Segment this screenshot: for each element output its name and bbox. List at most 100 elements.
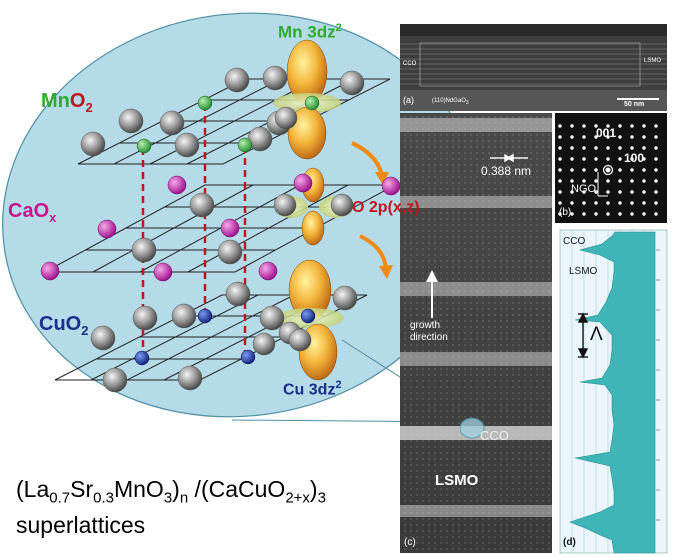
f-s1: 0.7 [49,489,71,507]
f-p5: /(CaCuO [188,476,286,502]
panel-b-diffraction [555,113,667,223]
diffraction-spot [570,212,574,216]
diffraction-spot [654,157,658,161]
ngo-marker [597,172,608,197]
diffraction-spot [618,146,622,150]
panel-d-letter: (d) [563,537,576,548]
arrow-head-top [375,172,389,185]
diffraction-spot [558,201,562,205]
diffraction-spot [630,135,634,139]
diffraction-spot [582,212,586,216]
growth-arrow [426,270,438,318]
superlattice-formula: (La0.7Sr0.3MnO3)n /(CaCuO2+x)3 superlatt… [16,476,326,539]
diffraction-spot [630,168,634,172]
diffraction-spot [582,168,586,172]
diffraction-spot [654,212,658,216]
panel-b-letter: (b) [559,207,572,218]
panel-c-growth-2: direction [410,332,448,343]
mno2-o: O [69,90,86,112]
mn-orbital-sup: 2 [335,22,342,34]
diffraction-spot [594,124,598,128]
f-p3: MnO [113,476,164,502]
diffraction-spot [558,146,562,150]
panel-a-cco: CCO [403,61,417,67]
diffraction-spot [582,179,586,183]
panel-d-lambda: Λ [590,324,603,345]
cuo2-text: CuO [39,313,82,335]
diffraction-spot [570,201,574,205]
panel-c-lsmo: LSMO [435,472,479,489]
f-s4: n [179,489,189,507]
diffraction-spot [654,124,658,128]
diffraction-spot [558,124,562,128]
diffraction-spot [570,190,574,194]
period-marker [577,312,589,359]
diffraction-spot [582,135,586,139]
diffraction-spot [606,179,610,183]
diffraction-spot [642,212,646,216]
diffraction-spot [570,135,574,139]
formula-line-2: superlattices [16,511,146,538]
cuo2-sub: 2 [81,323,89,338]
mno2-sub: 2 [85,100,93,115]
panel-a-substrate-sub: 3 [465,100,469,107]
diffraction-spot [618,212,622,216]
diffraction-spot [642,146,646,150]
diffraction-spot [558,168,562,172]
mn-orbital-label: Mn 3dz2 [278,22,342,43]
diffraction-spot [642,157,646,161]
diffraction-spot [594,168,598,172]
panel-c-hrtem [400,113,552,553]
diffraction-spot [558,179,562,183]
panel-d-lsmo: LSMO [569,266,598,277]
diffraction-spot [642,190,646,194]
diffraction-spot [558,190,562,194]
diffraction-spot [558,212,562,216]
diffraction-spot [594,179,598,183]
diffraction-spot [594,201,598,205]
panel-c-cco: CCO [480,428,509,443]
diffraction-spot [570,124,574,128]
panel-b-100: 100 [624,151,645,165]
arrow-head-bottom [379,265,393,279]
diffraction-spot [642,168,646,172]
diffraction-spot [618,135,622,139]
diffraction-spot [642,201,646,205]
panel-a-scale: 50 nm [624,101,645,108]
panel-a-lsmo: LSMO [644,58,662,64]
caox-sub: x [49,210,57,225]
diffraction-spot [618,157,622,161]
panel-a-letter: (a) [403,95,414,105]
diffraction-spot [606,124,610,128]
diffraction-spot [558,157,562,161]
f-s6: 3 [317,489,326,507]
diffraction-spot [594,212,598,216]
diffraction-spot [630,157,634,161]
spacing-marker [490,153,528,163]
cu-orbital-label: Cu 3dz2 [283,379,342,399]
diffraction-spot [654,190,658,194]
mn-orbital-text: Mn 3dz [278,22,336,42]
diffraction-spot [558,135,562,139]
panel-b-ngo: NGO [571,183,597,195]
diffraction-spot [654,135,658,139]
mno2-mn: Mn [41,90,70,112]
diffraction-spot [594,146,598,150]
diffraction-spot [594,190,598,194]
diffraction-spots [558,124,658,216]
diffraction-spot [570,168,574,172]
f-p1: (La [16,476,50,502]
diffraction-spot [606,135,610,139]
diffraction-spot [606,190,610,194]
diffraction-spot [618,179,622,183]
diffraction-spot [582,124,586,128]
mn-atoms [136,95,320,154]
diffraction-center-ring [602,164,614,176]
mno2-label: MnO2 [41,90,93,115]
diffraction-spot [630,124,634,128]
f-p4: ) [172,476,180,502]
diffraction-spot [606,212,610,216]
diffraction-spot [594,157,598,161]
diffraction-spot [630,179,634,183]
